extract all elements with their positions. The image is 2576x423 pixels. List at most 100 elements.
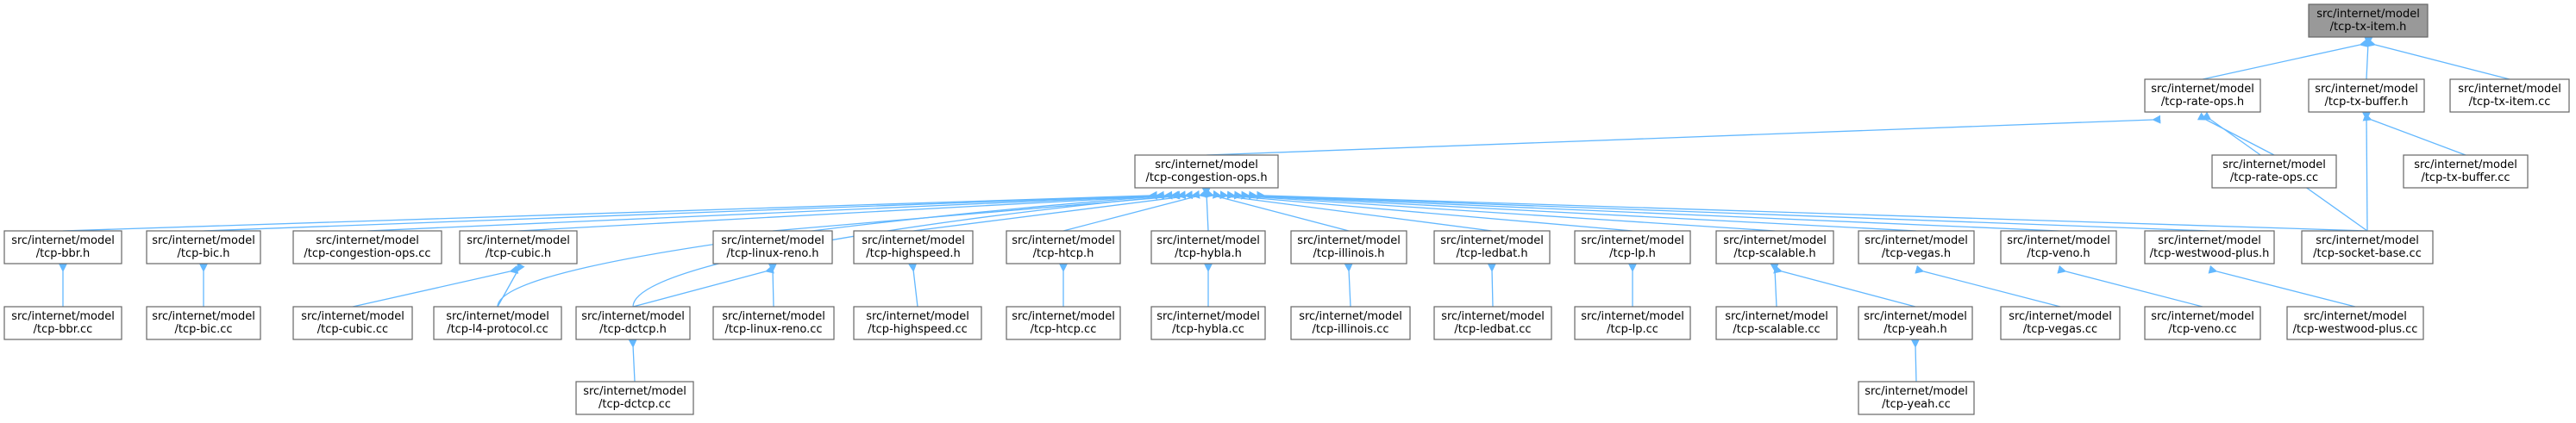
node-yeah-cc[interactable]: src/internet/model/tcp-yeah.cc xyxy=(1858,381,1975,415)
node-tx-buffer-h[interactable]: src/internet/model/tcp-tx-buffer.h xyxy=(2308,78,2425,113)
node-lp-h[interactable]: src/internet/model/tcp-lp.h xyxy=(1574,230,1691,264)
node-label-directory: src/internet/model xyxy=(583,385,686,398)
node-veno-cc[interactable]: src/internet/model/tcp-veno.cc xyxy=(2144,306,2261,340)
node-bic-cc[interactable]: src/internet/model/tcp-bic.cc xyxy=(146,306,261,340)
node-box xyxy=(1574,306,1691,340)
edge-tx-item-h-to-tx-item-cc xyxy=(2366,38,2510,80)
node-label-file: /tcp-scalable.cc xyxy=(1733,323,1820,336)
edge-cong-ops-h-to-socket-base-cc xyxy=(1257,190,2368,232)
node-westwood-cc[interactable]: src/internet/model/tcp-westwood-plus.cc xyxy=(2286,306,2424,340)
node-dctcp-cc[interactable]: src/internet/model/tcp-dctcp.cc xyxy=(575,381,694,415)
nodes-layer: src/internet/model/tcp-tx-item.hsrc/inte… xyxy=(3,3,2570,415)
node-vegas-cc[interactable]: src/internet/model/tcp-vegas.cc xyxy=(2000,306,2121,340)
node-box xyxy=(2000,230,2117,264)
node-highspeed-h[interactable]: src/internet/model/tcp-highspeed.h xyxy=(853,230,974,264)
node-dctcp-h[interactable]: src/internet/model/tcp-dctcp.h xyxy=(575,306,691,340)
node-ledbat-h[interactable]: src/internet/model/tcp-ledbat.h xyxy=(1433,230,1551,264)
node-label-file: /tcp-rate-ops.h xyxy=(2161,96,2244,109)
node-cong-ops-h[interactable]: src/internet/model/tcp-congestion-ops.h xyxy=(1134,154,1279,189)
node-label-file: /tcp-illinois.cc xyxy=(1312,323,1388,336)
edge-ledbat-h-to-ledbat-cc xyxy=(1487,263,1496,308)
node-box xyxy=(2144,78,2261,113)
node-label-file: /tcp-highspeed.cc xyxy=(868,323,968,336)
edge-cubic-h-to-cubic-cc xyxy=(352,265,519,308)
node-bic-h[interactable]: src/internet/model/tcp-bic.h xyxy=(146,230,261,264)
node-lp-cc[interactable]: src/internet/model/tcp-lp.cc xyxy=(1574,306,1691,340)
edge-cong-ops-h-to-scalable-h xyxy=(1226,190,1776,232)
node-label-directory: src/internet/model xyxy=(316,234,419,247)
node-box xyxy=(853,230,974,264)
node-tx-item-h: src/internet/model/tcp-tx-item.h xyxy=(2308,3,2429,38)
edge-highspeed-h-to-highspeed-cc xyxy=(908,263,918,308)
node-htcp-h[interactable]: src/internet/model/tcp-htcp.h xyxy=(1006,230,1121,264)
node-linux-reno-cc[interactable]: src/internet/model/tcp-linux-reno.cc xyxy=(712,306,835,340)
edge-linux-reno-h-to-linux-reno-cc xyxy=(768,263,777,308)
node-box xyxy=(853,306,982,340)
node-cubic-cc[interactable]: src/internet/model/tcp-cubic.cc xyxy=(292,306,413,340)
edge-cong-ops-h-to-htcp-h xyxy=(1062,189,1208,232)
node-rate-ops-cc[interactable]: src/internet/model/tcp-rate-ops.cc xyxy=(2211,154,2337,189)
node-htcp-cc[interactable]: src/internet/model/tcp-htcp.cc xyxy=(1006,306,1121,340)
node-scalable-h[interactable]: src/internet/model/tcp-scalable.h xyxy=(1715,230,1834,264)
node-label-directory: src/internet/model xyxy=(581,310,685,323)
node-label-file: /tcp-bbr.cc xyxy=(34,323,93,336)
node-box xyxy=(1150,230,1266,264)
node-label-file: /tcp-vegas.h xyxy=(1882,247,1951,260)
node-label-directory: src/internet/model xyxy=(1012,234,1115,247)
node-label-directory: src/internet/model xyxy=(467,234,570,247)
node-scalable-cc[interactable]: src/internet/model/tcp-scalable.cc xyxy=(1715,306,1838,340)
edges-layer xyxy=(59,36,2510,383)
node-box xyxy=(1858,230,1975,264)
node-vegas-h[interactable]: src/internet/model/tcp-vegas.h xyxy=(1858,230,1975,264)
node-highspeed-cc[interactable]: src/internet/model/tcp-highspeed.cc xyxy=(853,306,982,340)
edge-cong-ops-h-to-bbr-h xyxy=(62,190,1157,232)
node-label-file: /tcp-tx-item.h xyxy=(2330,21,2407,34)
node-socket-base-cc[interactable]: src/internet/model/tcp-socket-base.cc xyxy=(2301,230,2434,264)
edge-cong-ops-h-to-illinois-h xyxy=(1205,189,1350,232)
node-label-directory: src/internet/model xyxy=(2151,310,2254,323)
node-box xyxy=(433,306,562,340)
node-label-directory: src/internet/model xyxy=(1297,234,1401,247)
node-ledbat-cc[interactable]: src/internet/model/tcp-ledbat.cc xyxy=(1433,306,1552,340)
node-label-directory: src/internet/model xyxy=(2222,159,2326,171)
node-label-directory: src/internet/model xyxy=(2315,83,2418,96)
node-label-directory: src/internet/model xyxy=(1156,234,1260,247)
node-tx-item-cc[interactable]: src/internet/model/tcp-tx-item.cc xyxy=(2449,78,2570,113)
node-box xyxy=(712,306,835,340)
node-box xyxy=(2000,306,2121,340)
node-label-file: /tcp-congestion-ops.cc xyxy=(304,247,430,260)
node-westwood-h[interactable]: src/internet/model/tcp-westwood-plus.h xyxy=(2144,230,2275,264)
node-cong-ops-cc[interactable]: src/internet/model/tcp-congestion-ops.cc xyxy=(292,230,442,264)
node-label-file: /tcp-linux-reno.cc xyxy=(724,323,822,336)
node-rate-ops-h[interactable]: src/internet/model/tcp-rate-ops.h xyxy=(2144,78,2261,113)
edge-westwood-h-to-westwood-cc xyxy=(2208,264,2356,308)
node-label-file: /tcp-ledbat.cc xyxy=(1454,323,1531,336)
node-box xyxy=(1290,230,1407,264)
node-box xyxy=(2403,154,2529,189)
node-yeah-h[interactable]: src/internet/model/tcp-yeah.h xyxy=(1858,306,1973,340)
node-box xyxy=(1433,230,1551,264)
node-label-file: /tcp-westwood-plus.cc xyxy=(2293,323,2418,336)
node-cubic-h[interactable]: src/internet/model/tcp-cubic.h xyxy=(459,230,578,264)
node-box xyxy=(1006,306,1121,340)
node-label-directory: src/internet/model xyxy=(1155,159,1258,171)
node-bbr-cc[interactable]: src/internet/model/tcp-bbr.cc xyxy=(3,306,122,340)
node-illinois-h[interactable]: src/internet/model/tcp-illinois.h xyxy=(1290,230,1407,264)
node-veno-h[interactable]: src/internet/model/tcp-veno.h xyxy=(2000,230,2117,264)
node-label-directory: src/internet/model xyxy=(2458,83,2561,96)
node-label-file: /tcp-highspeed.h xyxy=(866,247,961,260)
node-bbr-h[interactable]: src/internet/model/tcp-bbr.h xyxy=(3,230,122,264)
node-label-directory: src/internet/model xyxy=(862,234,965,247)
node-box xyxy=(1006,230,1121,264)
node-hybla-h[interactable]: src/internet/model/tcp-hybla.h xyxy=(1150,230,1266,264)
edge-cubic-h-to-l4-cc xyxy=(497,262,525,308)
node-l4-cc[interactable]: src/internet/model/tcp-l4-protocol.cc xyxy=(433,306,562,340)
edge-tx-item-h-to-tx-buffer-h xyxy=(2364,36,2373,80)
node-tx-buffer-cc[interactable]: src/internet/model/tcp-tx-buffer.cc xyxy=(2403,154,2529,189)
node-illinois-cc[interactable]: src/internet/model/tcp-illinois.cc xyxy=(1290,306,1411,340)
node-label-directory: src/internet/model xyxy=(2151,83,2254,96)
node-hybla-cc[interactable]: src/internet/model/tcp-hybla.cc xyxy=(1150,306,1266,340)
node-label-directory: src/internet/model xyxy=(1012,310,1115,323)
node-label-directory: src/internet/model xyxy=(11,310,115,323)
node-linux-reno-h[interactable]: src/internet/model/tcp-linux-reno.h xyxy=(712,230,833,264)
